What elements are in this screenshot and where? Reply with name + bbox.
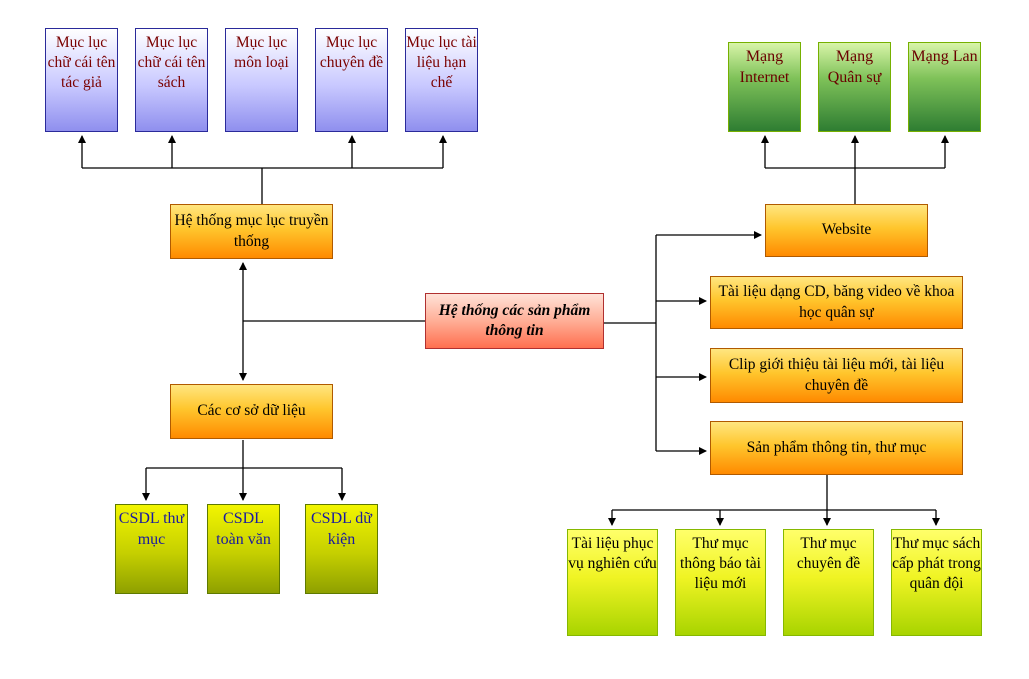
catalog-author-label: Mục lục chữ cái tên tác giả bbox=[47, 34, 116, 92]
db-factual-box: CSDL dữ kiện bbox=[305, 504, 378, 594]
website-box: Website bbox=[765, 204, 928, 257]
db-fulltext-box: CSDL toàn văn bbox=[207, 504, 280, 594]
catalog-restricted-box: Mục lục tài liệu hạn chế bbox=[405, 28, 478, 132]
website-label: Website bbox=[821, 221, 872, 239]
product-new-docs-label: Thư mục thông báo tài liệu mới bbox=[680, 535, 761, 593]
product-research-label: Tài liệu phục vụ nghiên cứu bbox=[568, 535, 657, 573]
product-topic-box: Thư mục chuyên đề bbox=[783, 529, 874, 636]
cd-video-box: Tài liệu dạng CD, băng video về khoa học… bbox=[710, 276, 963, 329]
catalog-title-box: Mục lục chữ cái tên sách bbox=[135, 28, 208, 132]
catalog-subject-box: Mục lục môn loại bbox=[225, 28, 298, 132]
product-army-books-label: Thư mục sách cấp phát trong quân đội bbox=[892, 535, 981, 593]
product-research-box: Tài liệu phục vụ nghiên cứu bbox=[567, 529, 658, 636]
center-node-label: Hệ thống các sản phẩm thông tin bbox=[438, 301, 591, 339]
network-lan-box: Mạng Lan bbox=[908, 42, 981, 132]
catalog-topic-label: Mục lục chuyên đề bbox=[319, 34, 384, 72]
catalog-title-label: Mục lục chữ cái tên sách bbox=[137, 34, 206, 92]
databases-box: Các cơ sở dữ liệu bbox=[170, 384, 333, 439]
db-fulltext-label: CSDL toàn văn bbox=[216, 510, 271, 548]
network-internet-label: Mạng Internet bbox=[739, 48, 790, 86]
db-bibliographic-label: CSDL thư mục bbox=[118, 510, 185, 548]
catalog-subject-label: Mục lục môn loại bbox=[234, 34, 289, 72]
product-army-books-box: Thư mục sách cấp phát trong quân đội bbox=[891, 529, 982, 636]
center-node-box: Hệ thống các sản phẩm thông tin bbox=[425, 293, 604, 349]
info-products-label: Sản phẩm thông tin, thư mục bbox=[746, 438, 927, 456]
network-military-box: Mạng Quân sự bbox=[818, 42, 891, 132]
clip-label: Clip giới thiệu tài liệu mới, tài liệu c… bbox=[728, 356, 945, 394]
catalog-restricted-label: Mục lục tài liệu hạn chế bbox=[406, 34, 477, 92]
db-factual-label: CSDL dữ kiện bbox=[311, 510, 372, 548]
clip-box: Clip giới thiệu tài liệu mới, tài liệu c… bbox=[710, 348, 963, 403]
databases-label: Các cơ sở dữ liệu bbox=[197, 402, 306, 420]
network-military-label: Mạng Quân sự bbox=[827, 48, 882, 86]
catalog-author-box: Mục lục chữ cái tên tác giả bbox=[45, 28, 118, 132]
traditional-catalog-box: Hệ thống mục lục truyền thống bbox=[170, 204, 333, 259]
product-new-docs-box: Thư mục thông báo tài liệu mới bbox=[675, 529, 766, 636]
network-internet-box: Mạng Internet bbox=[728, 42, 801, 132]
db-bibliographic-box: CSDL thư mục bbox=[115, 504, 188, 594]
product-topic-label: Thư mục chuyên đề bbox=[796, 535, 861, 573]
network-lan-label: Mạng Lan bbox=[911, 48, 978, 65]
cd-video-label: Tài liệu dạng CD, băng video về khoa học… bbox=[718, 283, 955, 321]
catalog-topic-box: Mục lục chuyên đề bbox=[315, 28, 388, 132]
info-products-box: Sản phẩm thông tin, thư mục bbox=[710, 421, 963, 475]
traditional-catalog-label: Hệ thống mục lục truyền thống bbox=[174, 212, 329, 250]
